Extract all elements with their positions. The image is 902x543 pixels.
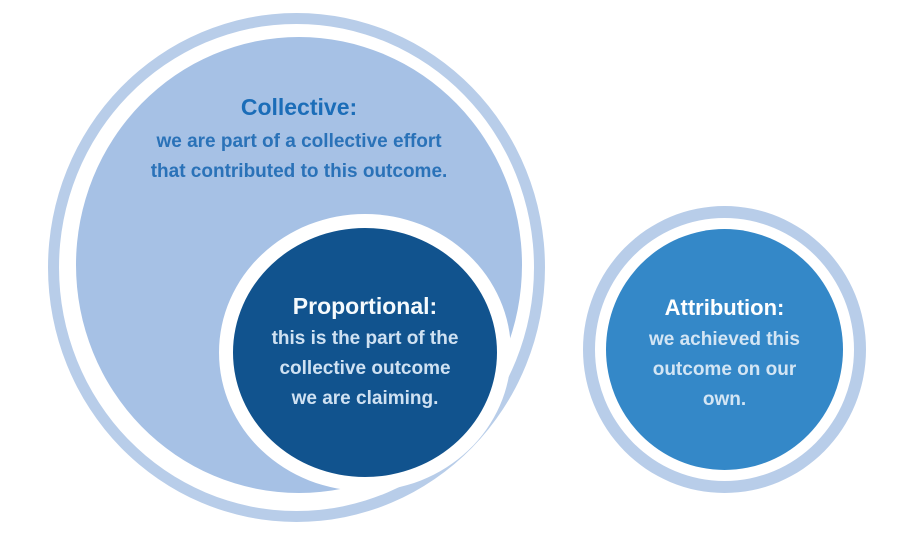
collective-body-line: we are part of a collective effort: [156, 131, 442, 152]
collective-title: Collective:: [240, 94, 358, 120]
attribution-body-line: we achieved this: [648, 328, 800, 350]
attribution-circle: Attribution: we achieved this outcome on…: [606, 229, 843, 470]
proportional-title: Proportional:: [292, 293, 438, 319]
proportional-body-line: collective outcome: [279, 358, 451, 379]
proportional-circle: Proportional: this is the part of the co…: [219, 214, 511, 491]
collective-label-group: Collective: we are part of a collective …: [76, 91, 522, 187]
proportional-body-line: we are claiming.: [291, 388, 439, 409]
attribution-body-line: outcome on our: [652, 358, 797, 380]
attribution-title: Attribution:: [664, 294, 785, 320]
attribution-body-line: own.: [702, 388, 747, 410]
collective-body-line: that contributed to this outcome.: [150, 161, 448, 182]
proportional-body-line: this is the part of the: [271, 328, 459, 349]
